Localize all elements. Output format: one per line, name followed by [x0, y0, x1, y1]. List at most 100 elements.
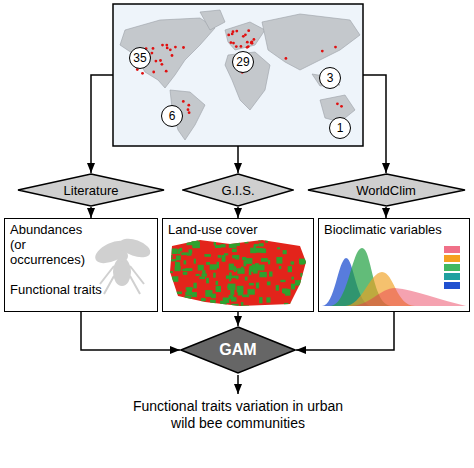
green-patch — [175, 262, 179, 269]
green-patch — [256, 283, 259, 289]
flow-connector — [81, 312, 180, 350]
green-patch — [258, 239, 260, 242]
green-patch — [216, 281, 219, 285]
site-dot — [188, 111, 191, 114]
site-dot — [151, 52, 154, 55]
site-dot — [253, 38, 256, 41]
green-patch — [233, 268, 237, 271]
green-patch — [185, 296, 192, 302]
green-patch — [223, 298, 229, 304]
land-use-green — [168, 238, 309, 311]
green-patch — [218, 255, 222, 258]
diamond-shape — [183, 174, 293, 206]
green-patch — [189, 249, 193, 253]
box-heading: Bioclimatic variables — [324, 222, 442, 237]
green-patch — [203, 270, 206, 275]
green-patch — [205, 303, 207, 307]
site-dot — [187, 108, 190, 111]
green-patch — [232, 249, 237, 253]
box-heading: Land-use cover — [168, 222, 258, 237]
greenland — [200, 10, 225, 30]
source-label: G.I.S. — [221, 183, 254, 198]
green-patch — [238, 290, 244, 296]
green-patch — [282, 305, 289, 308]
site-dot — [141, 72, 144, 75]
asia — [262, 14, 360, 70]
source-label: Literature — [64, 183, 119, 198]
green-patch — [303, 305, 307, 307]
site-dot — [244, 33, 247, 36]
site-dot — [169, 48, 172, 51]
site-dot — [174, 46, 177, 49]
green-patch — [290, 303, 294, 310]
green-patch — [172, 276, 178, 282]
site-dot — [187, 104, 190, 107]
site-dot — [171, 54, 174, 57]
flow-connector — [385, 207, 387, 218]
green-patch — [291, 261, 295, 264]
green-patch — [171, 259, 177, 261]
green-patch — [283, 250, 287, 254]
green-patch — [181, 252, 188, 255]
green-patch — [299, 259, 306, 264]
green-patch — [192, 292, 197, 297]
green-patch — [255, 248, 262, 253]
site-dot — [230, 41, 233, 44]
site-dot — [246, 41, 249, 44]
site-dot — [155, 60, 158, 63]
plot-swatch — [444, 264, 460, 271]
data-box: Land-use cover — [162, 218, 314, 312]
green-patch — [193, 283, 196, 289]
flow-connector — [237, 207, 239, 218]
green-patch — [266, 297, 270, 302]
green-patch — [174, 292, 182, 295]
green-patch — [268, 260, 270, 265]
site-dot — [161, 44, 164, 47]
callout-number: 29 — [232, 51, 254, 73]
green-patch — [277, 247, 280, 249]
green-patch — [182, 269, 189, 271]
green-patch — [194, 259, 196, 264]
flow-connector — [91, 75, 113, 173]
green-patch — [249, 283, 254, 286]
green-patch — [170, 255, 173, 259]
green-patch — [301, 292, 309, 295]
green-patch — [245, 277, 248, 281]
green-patch — [249, 268, 252, 275]
green-patch — [259, 272, 266, 277]
box-text: Functional traits — [10, 282, 102, 297]
north-america — [120, 18, 215, 88]
continents — [120, 10, 360, 140]
green-patch — [295, 280, 302, 286]
green-patch — [229, 243, 237, 248]
green-patch — [265, 239, 268, 243]
green-patch — [210, 300, 216, 304]
data-box: Bioclimatic variables — [318, 218, 470, 312]
site-dot — [182, 46, 185, 49]
plot-swatch — [444, 282, 460, 289]
source-diamond: WorldClim — [307, 173, 466, 207]
green-patch — [303, 238, 306, 243]
green-patch — [210, 264, 217, 270]
bee-legs — [100, 266, 144, 294]
green-patch — [213, 273, 216, 278]
green-patch — [196, 274, 200, 276]
flow-connector — [296, 312, 394, 350]
green-patch — [230, 297, 235, 299]
green-patch — [222, 255, 226, 262]
green-patch — [291, 277, 294, 280]
site-dot — [285, 57, 288, 60]
callout-number: 1 — [329, 117, 351, 139]
output-arrow — [237, 375, 239, 394]
flow-connector — [237, 312, 239, 326]
site-dot — [334, 46, 337, 49]
green-patch — [215, 245, 221, 248]
site-dot — [321, 50, 324, 53]
callout-text: 3 — [327, 71, 334, 86]
green-patch — [168, 271, 173, 273]
flow-connector — [363, 75, 386, 173]
site-dot — [166, 47, 169, 50]
box-heading: Abundances (or occurrences) — [10, 222, 100, 267]
callout-text: 35 — [133, 51, 146, 66]
green-patch — [231, 297, 237, 301]
